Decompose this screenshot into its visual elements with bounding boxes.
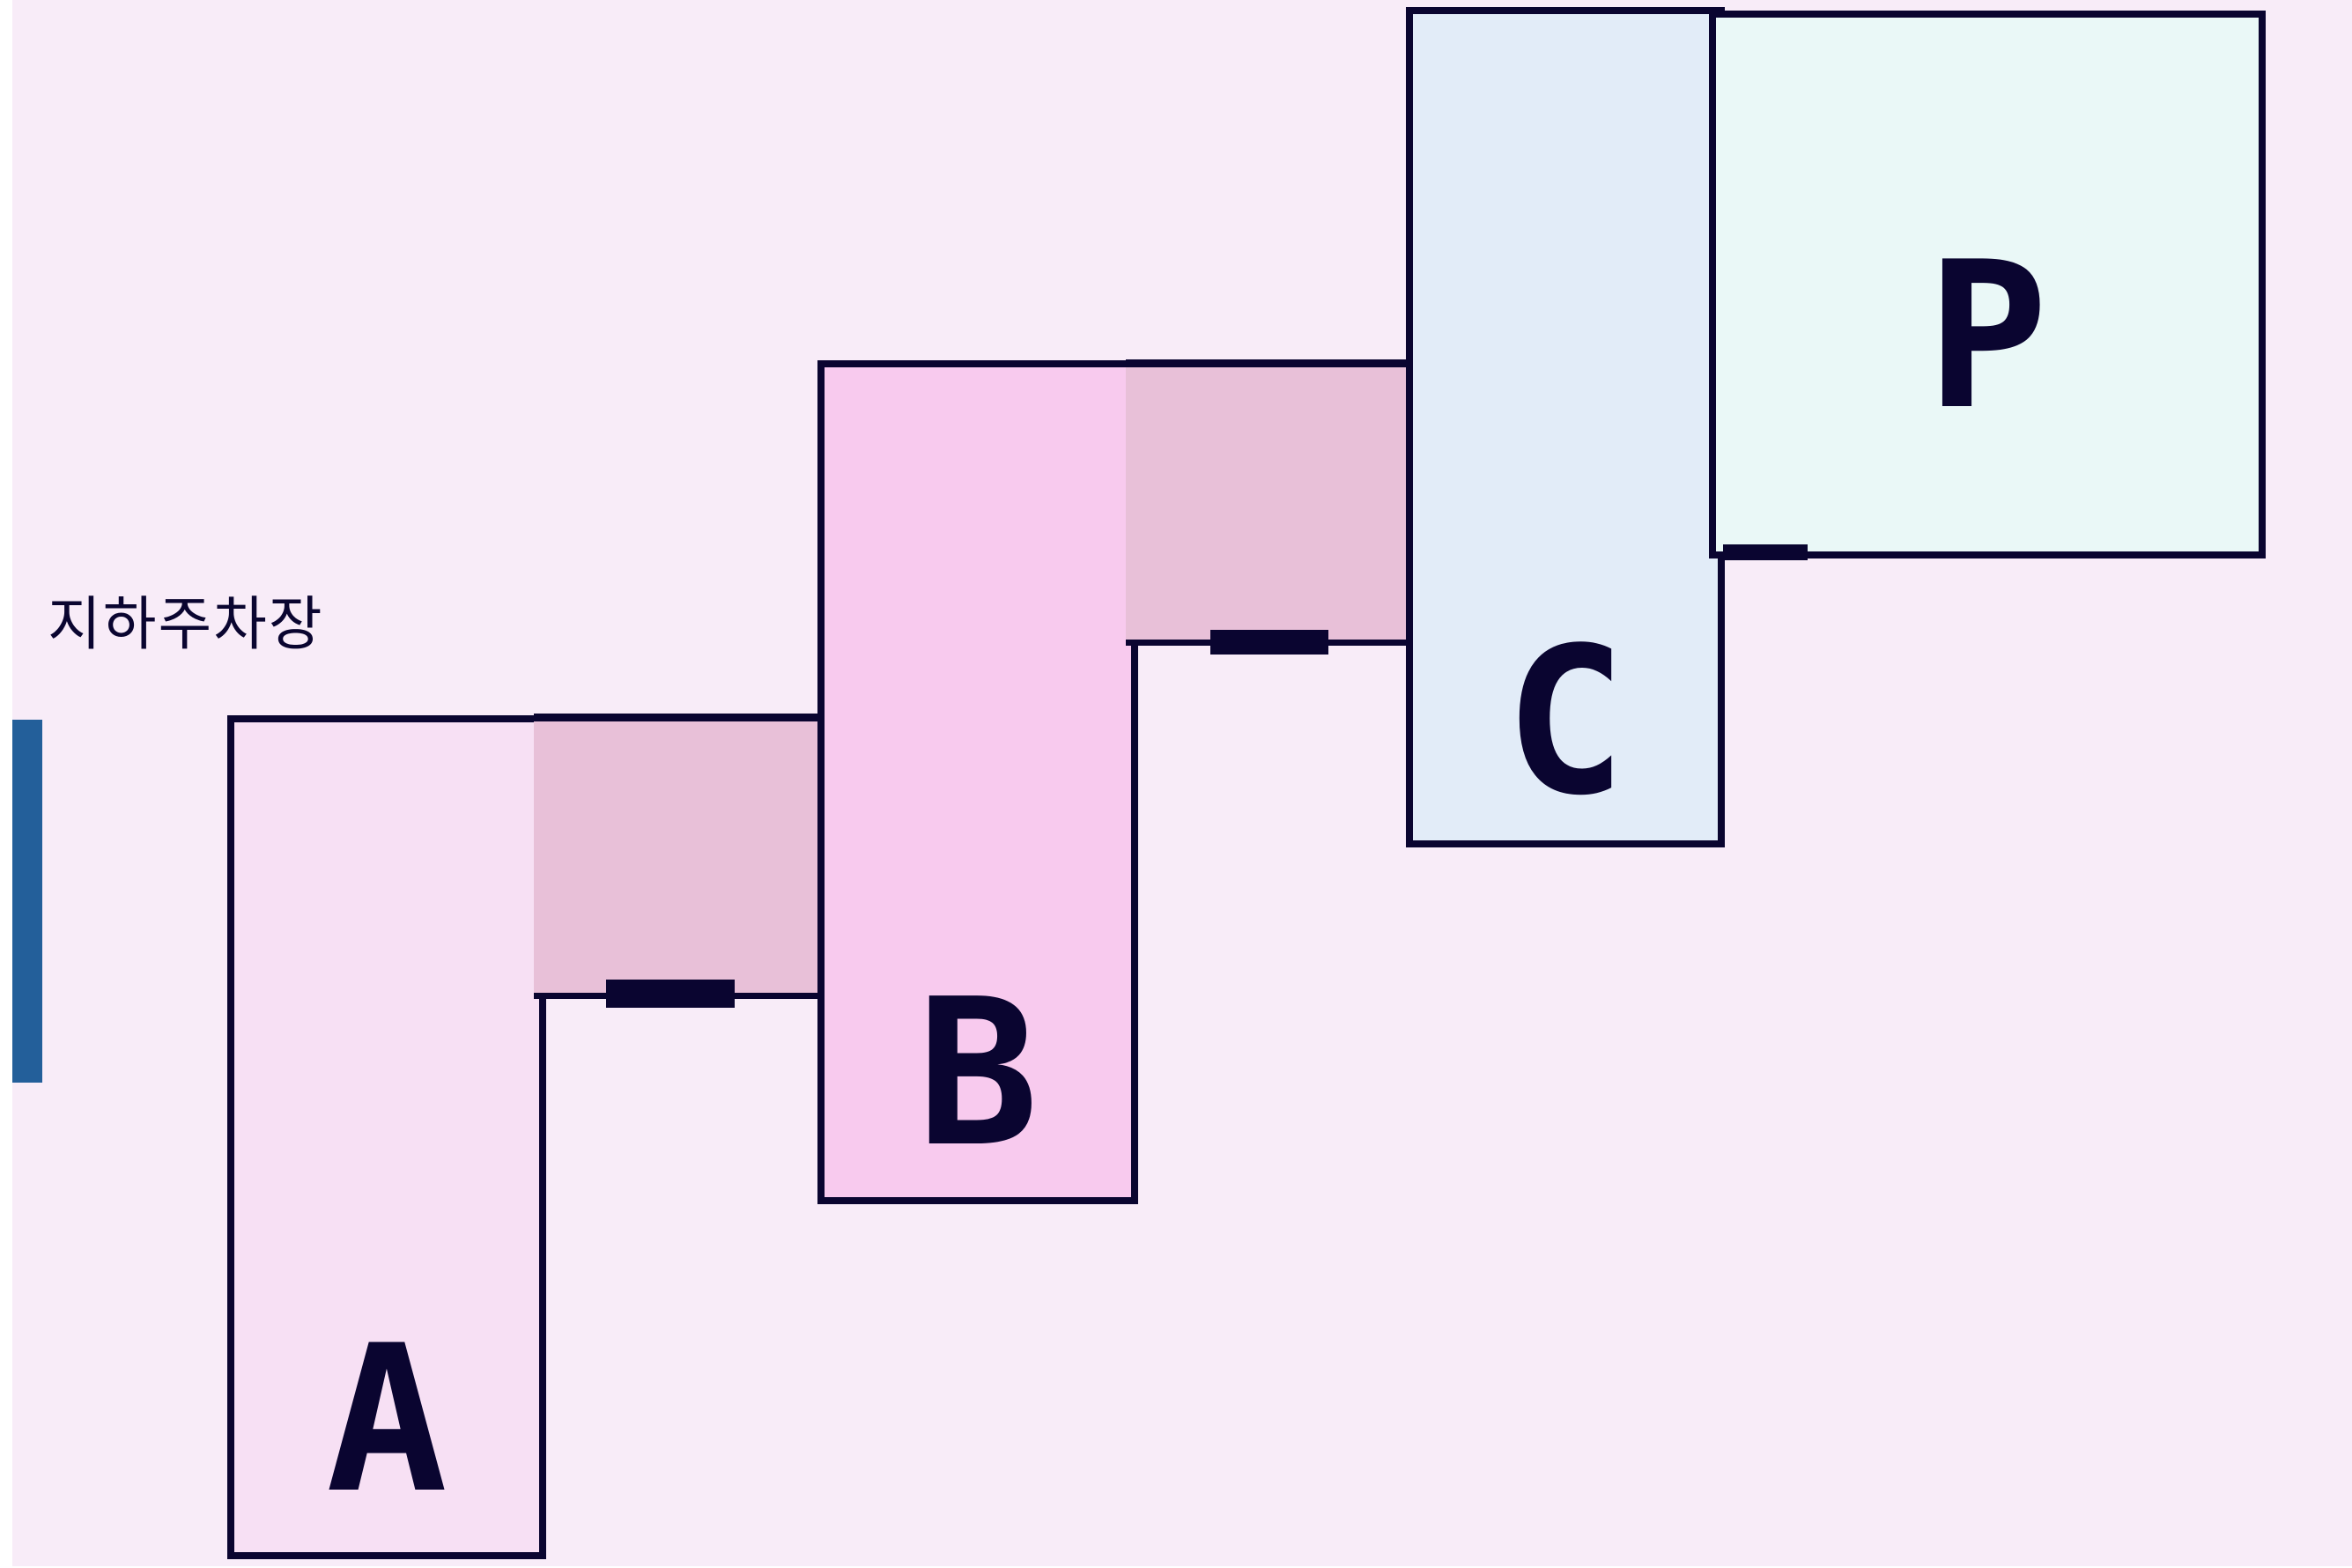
room-c[interactable]: C bbox=[1406, 7, 1725, 847]
room-p-label: P bbox=[1926, 219, 2049, 455]
level-label: 지하주차장 bbox=[48, 590, 324, 658]
bridge-b-c-door bbox=[1210, 630, 1328, 655]
room-p-door bbox=[1723, 544, 1808, 560]
bridge-b-c[interactable] bbox=[1126, 359, 1429, 655]
game-stage: 지하주차장 A B C P bbox=[12, 0, 2352, 1566]
room-a-label: A bbox=[325, 1303, 448, 1538]
room-a[interactable]: A bbox=[227, 715, 546, 1559]
room-p[interactable]: P bbox=[1709, 11, 2266, 560]
bridge-a-b-door bbox=[606, 980, 735, 1008]
room-b-label: B bbox=[916, 957, 1039, 1192]
room-c-label: C bbox=[1504, 605, 1627, 840]
side-tab-handle[interactable] bbox=[12, 720, 42, 1083]
bridge-a-b[interactable] bbox=[534, 714, 844, 1008]
room-b[interactable]: B bbox=[817, 360, 1138, 1204]
